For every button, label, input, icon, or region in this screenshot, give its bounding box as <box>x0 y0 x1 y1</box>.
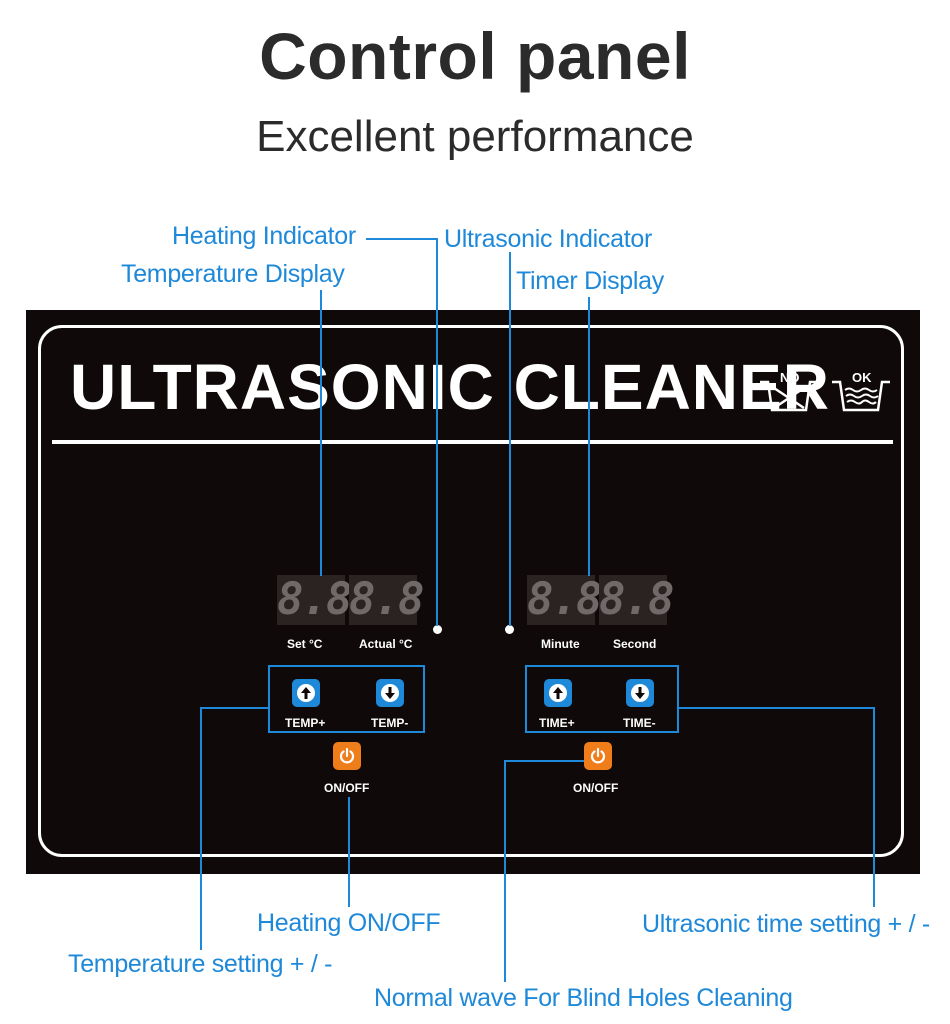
leader-line <box>588 297 590 576</box>
leader-line <box>320 290 322 576</box>
leader-line <box>366 238 438 240</box>
seg-digit: 8.8 <box>527 574 602 625</box>
arrow-down-icon <box>381 684 399 702</box>
callout-timer-display: Timer Display <box>516 267 664 295</box>
arrow-up-icon <box>297 684 315 702</box>
actual-temp-label: Actual °C <box>359 637 413 651</box>
callout-ultrasonic-time-setting: Ultrasonic time setting + / - <box>642 910 930 938</box>
ok-wash-icon: OK <box>830 370 892 418</box>
callout-ultrasonic-indicator: Ultrasonic Indicator <box>444 225 652 253</box>
leader-line <box>509 252 511 626</box>
second-label: Second <box>613 637 657 651</box>
time-minus-label: TIME- <box>623 716 656 730</box>
callout-heating-onoff: Heating ON/OFF <box>257 909 441 937</box>
callout-normal-wave: Normal wave For Blind Holes Cleaning <box>374 984 793 1012</box>
callout-temperature-setting: Temperature setting + / - <box>68 950 333 978</box>
seg-digit: 8.8 <box>599 574 674 625</box>
temp-minus-label: TEMP- <box>371 716 409 730</box>
seg-digit: 8.8 <box>349 574 424 625</box>
ok-symbol-label: OK <box>852 370 872 385</box>
minute-label: Minute <box>541 637 580 651</box>
temp-plus-label: TEMP+ <box>285 716 326 730</box>
leader-line <box>436 238 438 626</box>
set-temp-display: 8.8 <box>277 574 352 625</box>
actual-temp-display: 8.8 <box>349 574 424 625</box>
leader-line <box>200 707 202 950</box>
temperature-button-group <box>268 665 425 733</box>
heating-power-label: ON/OFF <box>324 781 370 795</box>
page-title: Control panel <box>259 19 691 93</box>
heating-indicator-led <box>433 625 442 634</box>
arrow-down-icon <box>631 684 649 702</box>
leader-line <box>873 707 875 907</box>
ultrasonic-power-label: ON/OFF <box>573 781 619 795</box>
seg-digit: 8.8 <box>277 574 352 625</box>
temp-minus-button[interactable] <box>376 679 404 707</box>
page-subtitle: Excellent performance <box>256 112 694 161</box>
leader-line <box>200 707 269 709</box>
callout-heating-indicator: Heating Indicator <box>172 222 356 250</box>
leader-line <box>679 707 875 709</box>
time-minus-button[interactable] <box>626 679 654 707</box>
leader-line <box>504 760 506 982</box>
temp-plus-button[interactable] <box>292 679 320 707</box>
time-plus-label: TIME+ <box>539 716 575 730</box>
ultrasonic-power-button[interactable] <box>584 742 612 770</box>
arrow-up-icon <box>549 684 567 702</box>
minute-display: 8.8 <box>527 574 602 625</box>
device-name: ULTRASONIC CLEANER <box>70 351 830 423</box>
leader-line <box>348 797 350 907</box>
time-plus-button[interactable] <box>544 679 572 707</box>
heating-power-button[interactable] <box>333 742 361 770</box>
set-temp-label: Set °C <box>287 637 323 651</box>
no-wash-icon: NO <box>758 370 820 418</box>
leader-line <box>504 760 584 762</box>
time-button-group <box>525 665 679 733</box>
second-display: 8.8 <box>599 574 674 625</box>
ultrasonic-indicator-led <box>505 625 514 634</box>
panel-divider <box>52 440 893 444</box>
callout-temperature-display: Temperature Display <box>121 260 345 288</box>
power-icon <box>590 747 606 764</box>
power-icon <box>339 747 355 764</box>
panel-frame <box>38 325 904 857</box>
no-symbol-label: NO <box>780 370 800 385</box>
